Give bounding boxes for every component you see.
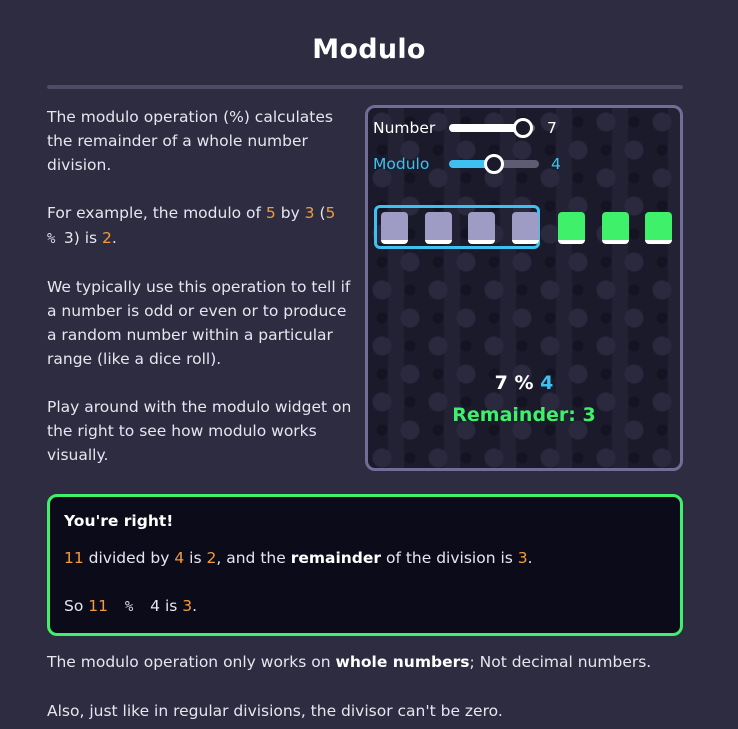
text: For example, the modulo of — [47, 204, 266, 222]
modulo-slider-thumb[interactable] — [484, 154, 504, 174]
page-title: Modulo — [312, 34, 426, 65]
number-slider-value: 7 — [547, 119, 557, 137]
text: is — [184, 549, 207, 567]
feedback-heading: You're right! — [64, 512, 174, 530]
expression-operator: % — [507, 372, 541, 394]
modulo-slider[interactable] — [449, 154, 539, 174]
text: by — [275, 204, 305, 222]
text: The modulo operation only works on — [47, 653, 336, 671]
highlight-number: 11 — [88, 597, 108, 615]
text: ; Not decimal numbers. — [469, 653, 652, 671]
modulo-expression: 7 % 4 — [368, 372, 680, 394]
remainder-block — [601, 212, 629, 244]
text: So — [64, 597, 89, 615]
grouped-block — [511, 212, 539, 244]
intro-paragraph-3: We typically use this operation to tell … — [47, 278, 351, 368]
highlight-number: 2 — [102, 229, 112, 247]
bold-term: remainder — [290, 549, 382, 567]
highlight-number: 4 — [174, 549, 185, 567]
intro-paragraph-4: Play around with the modulo widget on th… — [47, 398, 352, 464]
highlight-number: 3 — [304, 204, 315, 222]
text: divided by — [83, 549, 175, 567]
expression-dividend: 7 — [494, 372, 508, 394]
intro-text: The modulo operation (%) calculates the … — [47, 105, 352, 491]
code-operator: % — [107, 599, 151, 615]
grouped-block — [424, 212, 452, 244]
number-slider-row: Number 7 — [373, 116, 557, 140]
bold-term: whole numbers — [335, 653, 470, 671]
outro-paragraph-1: The modulo operation only works on whole… — [47, 653, 707, 671]
code-number: 3 — [63, 229, 74, 247]
intro-paragraph-2: For example, the modulo of 5 by 3 (5 % 3… — [47, 201, 352, 251]
modulo-slider-fill — [449, 160, 494, 168]
remainder-label: Remainder: 3 — [452, 404, 596, 426]
outro-paragraph-2: Also, just like in regular divisions, th… — [47, 702, 503, 720]
text: , and the — [216, 549, 291, 567]
highlight-number: 5 — [265, 204, 276, 222]
feedback-panel: You're right! 11 divided by 4 is 2, and … — [47, 494, 683, 636]
highlight-number: 2 — [206, 549, 217, 567]
modulo-slider-row: Modulo 4 — [373, 152, 561, 176]
remainder-block — [558, 212, 585, 244]
intro-paragraph-1: The modulo operation (%) calculates the … — [47, 108, 333, 174]
number-slider-thumb[interactable] — [512, 118, 533, 138]
text: ) is — [73, 229, 103, 247]
divisor-group-outline — [374, 205, 540, 249]
number-slider-fill — [449, 124, 523, 132]
modulo-widget: Number 7 Modulo 4 7 % 4 Remainder: 3 — [365, 105, 683, 471]
text: . — [192, 597, 198, 615]
text: of the division is — [381, 549, 518, 567]
modulo-slider-label: Modulo — [373, 155, 430, 173]
text: ( — [314, 204, 326, 222]
code-operator: % — [47, 231, 64, 247]
text: . — [527, 549, 533, 567]
remainder-block — [645, 212, 672, 244]
number-slider[interactable] — [449, 118, 535, 138]
highlight-number: 3 — [517, 549, 528, 567]
text: is — [160, 597, 183, 615]
highlight-number: 11 — [64, 549, 84, 567]
title-divider — [47, 85, 683, 89]
text: . — [111, 229, 117, 247]
code-number: 5 — [325, 204, 336, 222]
grouped-block — [381, 212, 408, 244]
highlight-number: 3 — [182, 597, 193, 615]
feedback-explanation: 11 divided by 4 is 2, and the remainder … — [64, 549, 533, 567]
number-slider-label: Number — [373, 119, 436, 137]
expression-divisor: 4 — [540, 372, 554, 394]
modulo-slider-value: 4 — [551, 155, 561, 173]
code-number: 4 — [150, 597, 161, 615]
grouped-block — [468, 212, 495, 244]
feedback-summary: So 11 % 4 is 3. — [64, 597, 197, 615]
